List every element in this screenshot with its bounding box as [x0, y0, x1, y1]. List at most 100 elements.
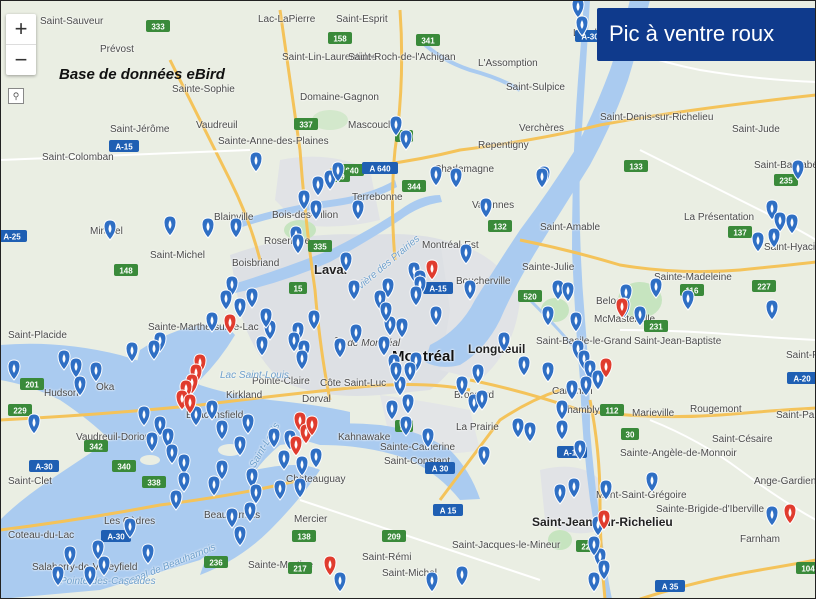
recent-observation-marker[interactable] — [305, 415, 319, 437]
observation-marker[interactable] — [311, 175, 325, 197]
observation-marker[interactable] — [161, 427, 175, 449]
zoom-in-button[interactable]: + — [14, 16, 28, 41]
observation-marker[interactable] — [27, 413, 41, 435]
observation-marker[interactable] — [125, 341, 139, 363]
observation-marker[interactable] — [475, 389, 489, 411]
observation-marker[interactable] — [233, 435, 247, 457]
observation-marker[interactable] — [287, 331, 301, 353]
observation-marker[interactable] — [565, 379, 579, 401]
observation-marker[interactable] — [51, 565, 65, 587]
observation-marker[interactable] — [523, 421, 537, 443]
zoom-out-button[interactable]: − — [14, 47, 28, 72]
observation-marker[interactable] — [163, 215, 177, 237]
observation-marker[interactable] — [219, 289, 233, 311]
observation-marker[interactable] — [233, 525, 247, 547]
observation-marker[interactable] — [249, 483, 263, 505]
observation-marker[interactable] — [205, 399, 219, 421]
observation-marker[interactable] — [477, 445, 491, 467]
observation-marker[interactable] — [291, 233, 305, 255]
observation-marker[interactable] — [389, 115, 403, 137]
observation-marker[interactable] — [103, 219, 117, 241]
observation-marker[interactable] — [633, 305, 647, 327]
observation-marker[interactable] — [541, 361, 555, 383]
recent-observation-marker[interactable] — [183, 393, 197, 415]
observation-marker[interactable] — [309, 199, 323, 221]
observation-marker[interactable] — [425, 571, 439, 593]
observation-marker[interactable] — [587, 571, 601, 593]
observation-marker[interactable] — [207, 475, 221, 497]
observation-marker[interactable] — [83, 565, 97, 587]
observation-marker[interactable] — [347, 279, 361, 301]
observation-marker[interactable] — [295, 455, 309, 477]
observation-marker[interactable] — [561, 281, 575, 303]
observation-marker[interactable] — [403, 361, 417, 383]
observation-marker[interactable] — [401, 393, 415, 415]
observation-marker[interactable] — [351, 199, 365, 221]
observation-marker[interactable] — [295, 349, 309, 371]
observation-marker[interactable] — [277, 449, 291, 471]
observation-marker[interactable] — [331, 161, 345, 183]
observation-marker[interactable] — [205, 311, 219, 333]
observation-marker[interactable] — [541, 305, 555, 327]
observation-marker[interactable] — [389, 361, 403, 383]
observation-marker[interactable] — [409, 285, 423, 307]
observation-marker[interactable] — [137, 405, 151, 427]
observation-marker[interactable] — [215, 459, 229, 481]
observation-marker[interactable] — [567, 477, 581, 499]
observation-marker[interactable] — [297, 189, 311, 211]
observation-marker[interactable] — [225, 507, 239, 529]
observation-marker[interactable] — [349, 323, 363, 345]
recent-observation-marker[interactable] — [599, 357, 613, 379]
observation-marker[interactable] — [249, 151, 263, 173]
observation-marker[interactable] — [399, 415, 413, 437]
observation-marker[interactable] — [267, 427, 281, 449]
observation-marker[interactable] — [573, 439, 587, 461]
observation-marker[interactable] — [57, 349, 71, 371]
observation-marker[interactable] — [551, 279, 565, 301]
observation-marker[interactable] — [141, 543, 155, 565]
observation-marker[interactable] — [177, 471, 191, 493]
observation-marker[interactable] — [479, 197, 493, 219]
observation-marker[interactable] — [241, 413, 255, 435]
observation-marker[interactable] — [429, 305, 443, 327]
observation-marker[interactable] — [517, 355, 531, 377]
observation-marker[interactable] — [233, 297, 247, 319]
recent-observation-marker[interactable] — [597, 509, 611, 531]
observation-marker[interactable] — [377, 335, 391, 357]
recent-observation-marker[interactable] — [289, 435, 303, 457]
observation-marker[interactable] — [255, 335, 269, 357]
recent-observation-marker[interactable] — [223, 313, 237, 335]
observation-marker[interactable] — [399, 129, 413, 151]
observation-marker[interactable] — [535, 167, 549, 189]
observation-marker[interactable] — [459, 243, 473, 265]
observation-marker[interactable] — [765, 299, 779, 321]
observation-marker[interactable] — [147, 339, 161, 361]
observation-marker[interactable] — [773, 211, 787, 233]
observation-marker[interactable] — [591, 369, 605, 391]
observation-marker[interactable] — [449, 167, 463, 189]
observation-marker[interactable] — [575, 15, 589, 37]
observation-marker[interactable] — [97, 555, 111, 577]
observation-marker[interactable] — [229, 217, 243, 239]
observation-marker[interactable] — [571, 0, 585, 19]
observation-marker[interactable] — [123, 517, 137, 539]
observation-marker[interactable] — [333, 337, 347, 359]
recent-observation-marker[interactable] — [323, 555, 337, 577]
observation-marker[interactable] — [89, 361, 103, 383]
observation-marker[interactable] — [455, 375, 469, 397]
observation-marker[interactable] — [553, 483, 567, 505]
observation-marker[interactable] — [385, 399, 399, 421]
observation-marker[interactable] — [293, 477, 307, 499]
observation-marker[interactable] — [91, 539, 105, 561]
observation-marker[interactable] — [333, 571, 347, 593]
observation-marker[interactable] — [555, 399, 569, 421]
observation-marker[interactable] — [751, 231, 765, 253]
observation-marker[interactable] — [177, 453, 191, 475]
observation-marker[interactable] — [201, 217, 215, 239]
recent-observation-marker[interactable] — [783, 503, 797, 525]
observation-marker[interactable] — [307, 309, 321, 331]
observation-marker[interactable] — [497, 331, 511, 353]
observation-marker[interactable] — [555, 419, 569, 441]
